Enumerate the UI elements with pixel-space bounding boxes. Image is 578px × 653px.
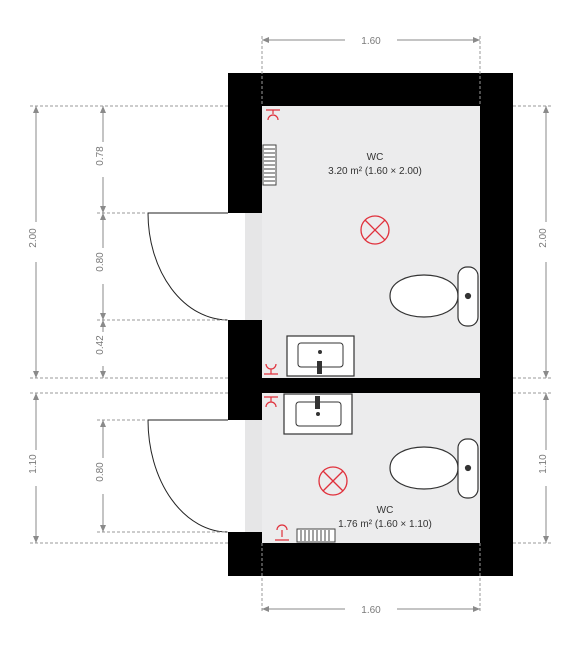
wall-socket-icon	[275, 524, 289, 541]
sink-icon	[283, 393, 353, 435]
extension-lines	[30, 105, 552, 544]
left-upper-seg2-dimension: 0.80	[95, 213, 106, 320]
left-upper-seg1-dimension: 0.78	[95, 106, 106, 213]
lower-door-threshold	[245, 420, 262, 532]
svg-text:1.10: 1.10	[538, 454, 549, 474]
left-upper-total-dimension: 2.00	[28, 106, 39, 378]
right-lower-dimension: 1.10	[538, 393, 549, 543]
wall-socket-icon	[264, 363, 278, 375]
toilet-icon	[389, 438, 479, 499]
upper-door-threshold	[245, 213, 262, 320]
lower-door-swing-icon	[147, 419, 229, 533]
ceiling-light-icon	[318, 466, 348, 496]
svg-text:0.78: 0.78	[95, 146, 106, 166]
svg-text:2.00: 2.00	[538, 228, 549, 248]
left-upper-seg3-dimension: 0.42	[95, 320, 106, 378]
svg-text:1.60: 1.60	[361, 36, 381, 47]
right-upper-dimension: 2.00	[538, 106, 549, 378]
wall-socket-icon	[266, 109, 280, 121]
lower-room-name: WC	[377, 505, 394, 516]
wall-socket-icon	[264, 396, 278, 408]
left-lower-total-dimension: 1.10	[28, 393, 39, 543]
toilet-icon	[389, 266, 479, 327]
left-lower-door-dimension: 0.80	[95, 420, 106, 532]
ceiling-light-icon	[360, 215, 390, 245]
svg-text:0.80: 0.80	[95, 462, 106, 482]
svg-text:0.80: 0.80	[95, 252, 106, 272]
upper-room-floor	[262, 106, 480, 378]
lower-room-area: 1.76 m² (1.60 × 1.10)	[338, 519, 432, 530]
sink-icon	[286, 335, 355, 377]
svg-text:2.00: 2.00	[28, 228, 39, 248]
upper-door-swing-icon	[147, 212, 229, 321]
upper-room-area: 3.20 m² (1.60 × 2.00)	[328, 166, 422, 177]
svg-text:0.42: 0.42	[95, 335, 106, 355]
radiator-icon	[262, 144, 277, 186]
walls	[228, 73, 513, 576]
svg-text:1.60: 1.60	[361, 605, 381, 616]
svg-text:1.10: 1.10	[28, 454, 39, 474]
radiator-icon	[296, 528, 336, 543]
top-width-dimension: 1.60	[261, 36, 481, 106]
upper-room-name: WC	[367, 152, 384, 163]
bottom-width-dimension: 1.60	[261, 543, 481, 616]
